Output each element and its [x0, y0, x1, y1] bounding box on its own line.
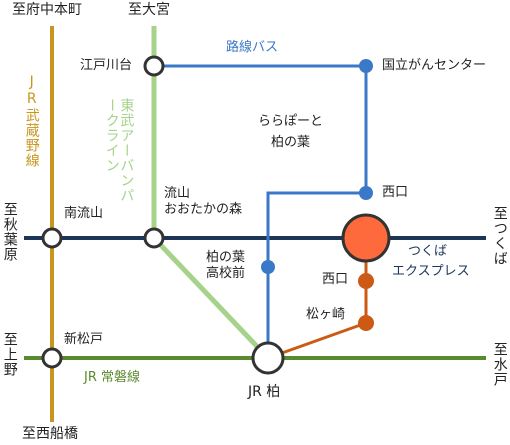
line-label-tx-1: つくば — [408, 244, 448, 259]
station-label-cancer-center: 国立がんセンター — [382, 58, 487, 73]
station-cancer-center-marker — [359, 59, 373, 73]
line-label-musashino: JR武蔵野線 — [23, 74, 40, 168]
station-kashiwanoha-hs-marker — [261, 260, 275, 274]
station-matsugasaki-marker — [358, 315, 374, 331]
station-label-shin-matsudo: 新松戸 — [64, 332, 104, 347]
station-label-edogawadai: 江戸川台 — [80, 58, 133, 73]
line-label-bus: 路線バス — [226, 40, 279, 55]
station-edogawadai-marker — [143, 55, 165, 77]
station-bus-nishiguchi-marker — [359, 186, 373, 200]
station-label-kashiwanoha-hs: 柏の葉 高校前 — [206, 250, 246, 282]
bus-route-lower — [266, 191, 366, 358]
line-label-tobu: 東武アーバンパークライン — [103, 98, 135, 203]
line-label-joban: JR 常磐線 — [84, 370, 140, 385]
station-label-matsugasaki: 松ヶ崎 — [306, 307, 346, 322]
station-tx-nishiguchi-marker — [358, 273, 374, 289]
dir-mito: 至水戸 — [491, 342, 508, 387]
station-jr-kashiwa-marker — [251, 341, 285, 375]
station-label-minami-nagareyama: 南流山 — [64, 206, 104, 221]
station-label-tx-nishiguchi: 西口 — [322, 272, 349, 287]
station-otakanomori-marker — [143, 227, 165, 249]
station-shin-matsudo-marker — [41, 347, 63, 369]
station-label-lalaport: ららぽーと 柏の葉 — [258, 114, 324, 150]
station-label-bus-nishiguchi: 西口 — [382, 185, 409, 200]
dir-nishi-funabashi: 至西船橋 — [22, 426, 78, 442]
station-label-otakanomori: 流山 おおたかの森 — [164, 186, 243, 218]
dir-fuchu-honmachi: 至府中本町 — [12, 2, 82, 18]
dir-ueno: 至上野 — [1, 332, 18, 377]
line-label-tx-2: エクスプレス — [392, 264, 470, 279]
dir-tsukuba: 至つくば — [491, 206, 508, 266]
station-label-jr-kashiwa: JR 柏 — [248, 384, 281, 400]
dir-omiya: 至大宮 — [128, 2, 170, 18]
dir-akihabara: 至秋葉原 — [1, 202, 18, 262]
station-minami-nagareyama-marker — [41, 227, 63, 249]
station-kashiwanoha-campus-marker — [341, 213, 391, 263]
